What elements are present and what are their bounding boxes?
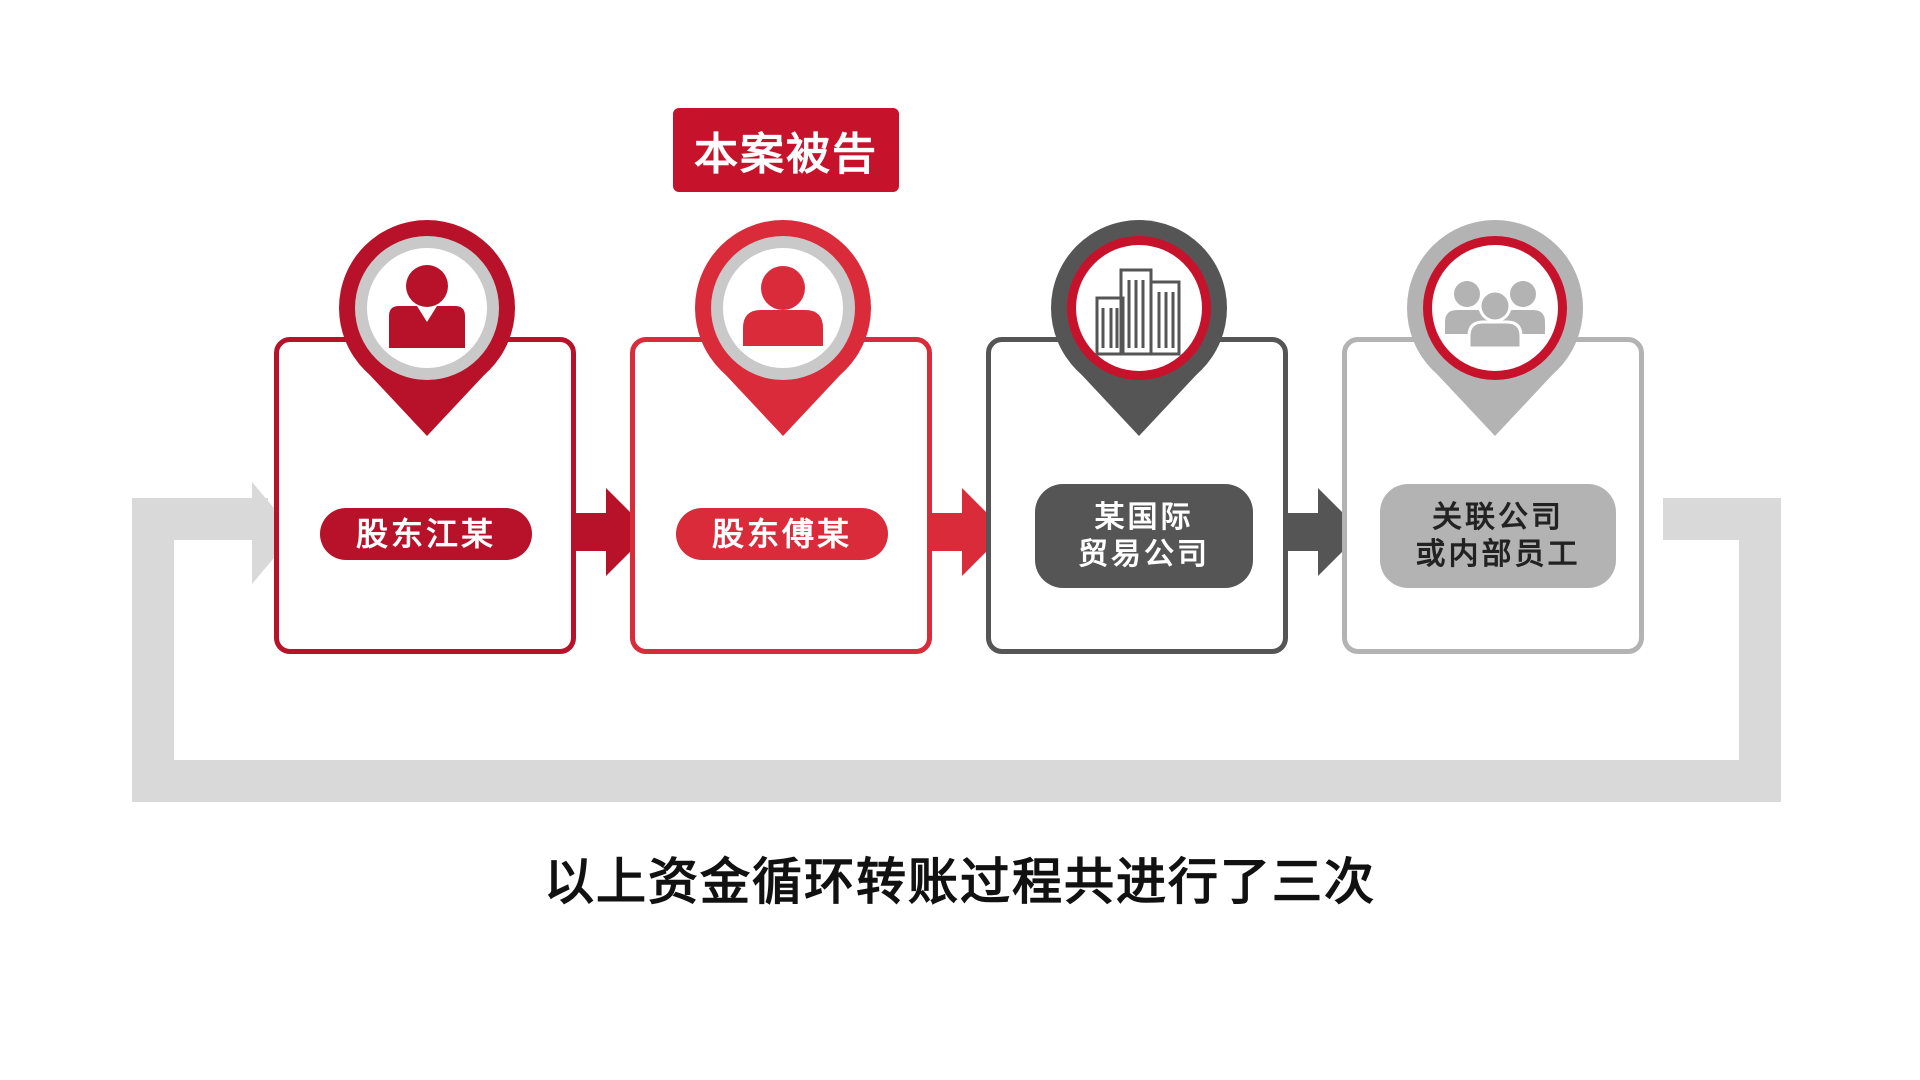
building-icon [1095, 268, 1181, 356]
node-label-trading-company: 某国际 贸易公司 [1035, 484, 1253, 588]
node-label-line: 关联公司 [1432, 499, 1564, 535]
arrow-1-to-2 [574, 488, 650, 576]
loop-arrowhead [252, 482, 295, 584]
loop-band [132, 498, 1781, 802]
group-icon [1445, 281, 1545, 350]
node-label-line: 或内部员工 [1415, 537, 1581, 572]
person-icon [389, 265, 465, 348]
node-label-shareholder-jiang: 股东江某 [320, 508, 532, 560]
defendant-tag: 本案被告 [673, 108, 899, 192]
arrow-2-to-3 [930, 488, 1006, 576]
person-icon [743, 266, 823, 346]
node-label-line: 贸易公司 [1078, 537, 1210, 572]
node-label-line: 某国际 [1094, 499, 1194, 535]
pin-marker-3 [1051, 220, 1227, 436]
arrow-3-to-4 [1286, 488, 1362, 576]
node-label-shareholder-fu: 股东傅某 [676, 508, 888, 560]
node-label-related-parties: 关联公司 或内部员工 [1380, 484, 1616, 588]
diagram-caption: 以上资金循环转账过程共进行了三次 [544, 852, 1376, 911]
